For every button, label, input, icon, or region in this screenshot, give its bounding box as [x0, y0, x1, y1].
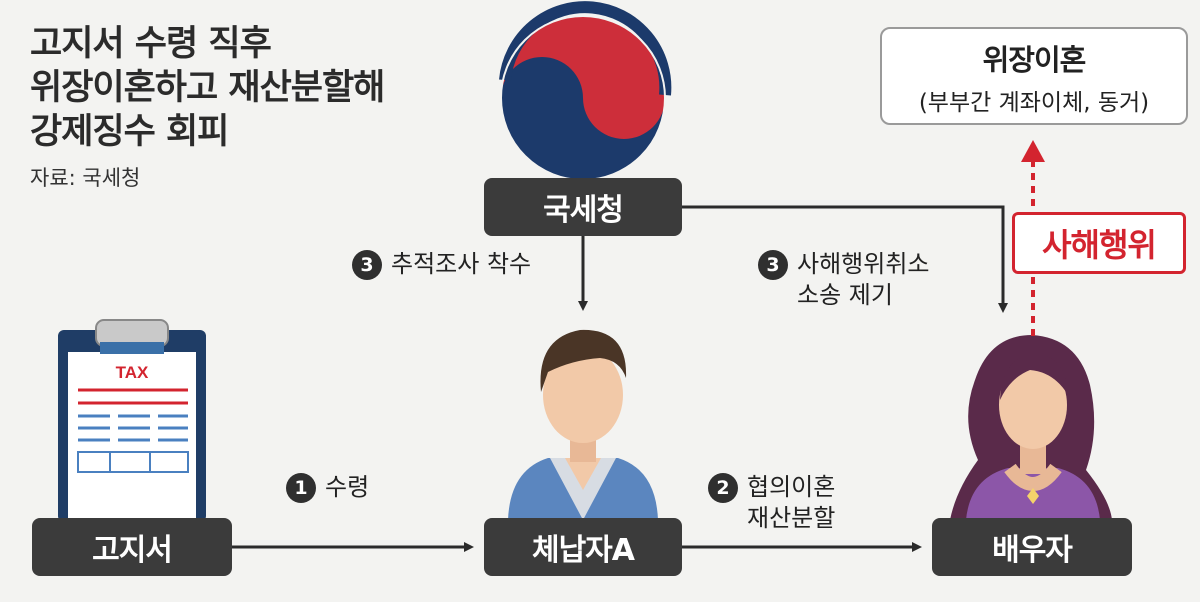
- sham-divorce-detail: (부부간 계좌이체, 동거): [918, 90, 1150, 116]
- step-divorce: 2 협의이혼 재산분할: [708, 472, 835, 534]
- step-number-badge: 1: [286, 473, 316, 503]
- tax-clipboard-icon: TAX: [58, 319, 206, 524]
- spouse-node: 배우자: [932, 518, 1132, 576]
- woman-avatar-icon: [950, 335, 1112, 520]
- step-label: 재산분할: [747, 504, 836, 532]
- sham-divorce-box: 위장이혼 (부부간 계좌이체, 동거): [880, 27, 1188, 125]
- nts-logo-icon: [499, 1, 672, 181]
- debtor-node: 체납자A: [484, 518, 682, 576]
- nts-node: 국세청: [484, 178, 682, 236]
- title-block: 고지서 수령 직후 위장이혼하고 재산분할해 강제징수 회피 자료: 국세청: [30, 22, 385, 192]
- source-note: 자료: 국세청: [30, 166, 141, 190]
- step-number-badge: 2: [708, 473, 738, 503]
- step-number-badge: 3: [758, 250, 788, 280]
- step-label: 소송 제기: [797, 281, 893, 309]
- tax-label: TAX: [116, 363, 149, 382]
- step-lawsuit: 3 사해행위취소 소송 제기: [758, 249, 929, 311]
- step-investigation: 3 추적조사 착수: [352, 249, 531, 280]
- step-receipt: 1 수령: [286, 472, 369, 503]
- step-label: 사해행위취소: [797, 250, 930, 278]
- man-avatar-icon: [508, 329, 658, 520]
- title-line-2: 위장이혼하고 재산분할해: [30, 68, 385, 108]
- step-label: 추적조사 착수: [391, 250, 532, 278]
- fraudulent-act-tag: 사해행위: [1012, 212, 1186, 274]
- step-label: 수령: [325, 473, 370, 501]
- notice-node: 고지서: [32, 518, 232, 576]
- title-line-1: 고지서 수령 직후: [30, 24, 272, 64]
- step-number-badge: 3: [352, 250, 382, 280]
- step-label: 협의이혼: [747, 473, 836, 501]
- title-line-3: 강제징수 회피: [30, 112, 229, 152]
- sham-divorce-title: 위장이혼: [982, 43, 1087, 77]
